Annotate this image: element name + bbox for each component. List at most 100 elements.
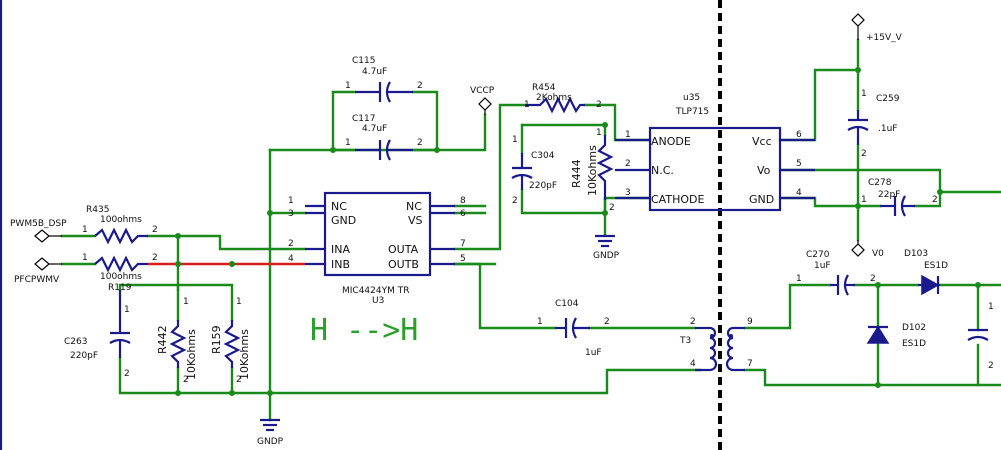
pwm5b-dsp-port: PWM5B_DSP xyxy=(10,219,67,243)
c263-ref: C263 xyxy=(64,337,87,347)
svg-text:1: 1 xyxy=(124,305,130,315)
r444-value: 10Kohms xyxy=(586,145,599,196)
svg-text:1: 1 xyxy=(345,81,351,91)
svg-text:1: 1 xyxy=(861,195,867,205)
c117-ref: C117 xyxy=(352,114,375,124)
t3-ref: T3 xyxy=(679,336,691,346)
svg-text:2: 2 xyxy=(625,159,631,169)
c259-value: .1uF xyxy=(878,124,897,134)
c304-value: 220pF xyxy=(529,181,557,191)
c263-value: 220pF xyxy=(70,351,98,361)
transformer-t3: T3 2 4 9 7 xyxy=(679,317,753,372)
c259-ref: C259 xyxy=(876,94,900,104)
resistor-r159: 1 2 R159 10Kohms xyxy=(210,297,251,385)
u35-pin-nc: N.C. xyxy=(651,164,674,177)
c104-ref: C104 xyxy=(555,299,579,309)
svg-text:2: 2 xyxy=(870,274,876,284)
wires xyxy=(60,38,1001,422)
r454-ref: R454 xyxy=(532,83,556,93)
c278-ref: C278 xyxy=(868,178,892,188)
u3-pin-vs: VS xyxy=(408,214,423,227)
svg-text:2: 2 xyxy=(988,361,994,371)
r435-ref: R435 xyxy=(86,205,109,215)
svg-text:1: 1 xyxy=(82,225,88,235)
vccp-power-flag: VCCP xyxy=(470,86,495,115)
u3-pin-outa: OUTA xyxy=(388,243,419,256)
c104-value: 1uF xyxy=(585,348,602,358)
resistor-r454: R454 2Kohms 1 2 xyxy=(524,83,602,114)
svg-text:1: 1 xyxy=(625,130,631,140)
svg-text:2: 2 xyxy=(417,81,423,91)
u35-pin-vo: Vo xyxy=(757,164,771,177)
pwm5b-dsp-label: PWM5B_DSP xyxy=(10,219,67,229)
capacitor-c259: 1 2 C259 .1uF xyxy=(847,89,900,159)
ic-u3: NC GND INA INB 1 3 2 4 NC VS OUTA OUTB 8… xyxy=(288,191,466,306)
svg-text:7: 7 xyxy=(747,359,753,369)
capacitor-c278: C278 22pF 1 2 xyxy=(861,178,938,217)
junction-dots xyxy=(175,67,981,396)
u3-pin-inb: INB xyxy=(331,258,350,271)
capacitor-c304: 1 2 C304 220pF xyxy=(511,135,557,206)
u3-ref: U3 xyxy=(372,296,384,306)
capacitor-c263: 1 2 C263 220pF xyxy=(64,290,131,379)
r159-ref: R159 xyxy=(210,325,223,354)
svg-text:1: 1 xyxy=(82,253,88,263)
svg-text:1: 1 xyxy=(512,135,518,145)
svg-text:2: 2 xyxy=(124,369,130,379)
gndp-mid-label: GNDP xyxy=(593,251,620,261)
capacitor-c104: C104 1uF 1 2 xyxy=(537,299,610,358)
svg-text:3: 3 xyxy=(625,188,631,198)
svg-text:1: 1 xyxy=(524,100,530,110)
pfcpwmv-port: PFCPWMV xyxy=(14,257,62,285)
c117-value: 4.7uF xyxy=(362,124,387,134)
capacitor-c115: C115 4.7uF 1 2 xyxy=(345,56,423,103)
u3-pin-gnd: GND xyxy=(331,214,356,227)
gndp-mid-ground-icon: GNDP xyxy=(593,234,620,261)
svg-text:2: 2 xyxy=(596,100,602,110)
capacitor-c270: C270 1uF 1 2 xyxy=(796,250,876,296)
r444-ref: R444 xyxy=(570,159,583,188)
svg-text:4: 4 xyxy=(690,359,696,369)
d102-ref: D102 xyxy=(902,323,926,333)
r119-value: 100ohms xyxy=(100,272,142,282)
u35-pin-anode: ANODE xyxy=(651,135,691,148)
pfcpwmv-label: PFCPWMV xyxy=(14,275,60,285)
svg-text:4: 4 xyxy=(288,254,294,264)
svg-text:2: 2 xyxy=(690,317,696,327)
u3-pin-ina: INA xyxy=(331,243,350,256)
r435-value: 100ohms xyxy=(100,215,142,225)
gndp-left-label: GNDP xyxy=(257,437,284,447)
u35-part: TLP715 xyxy=(675,107,709,117)
svg-text:5: 5 xyxy=(796,159,802,169)
resistor-r119: 100ohms R119 1 2 xyxy=(82,253,158,293)
svg-text:2: 2 xyxy=(932,195,938,205)
r159-value: 10Kohms xyxy=(238,329,251,380)
u35-pin-cathode: CATHODE xyxy=(651,193,704,206)
svg-text:6: 6 xyxy=(796,130,802,140)
u3-pin-outb: OUTB xyxy=(388,258,419,271)
vccp-label: VCCP xyxy=(470,86,495,96)
svg-text:4: 4 xyxy=(796,188,802,198)
v15-power-flag: +15V_V xyxy=(851,13,903,43)
c115-value: 4.7uF xyxy=(362,67,387,77)
u3-pin-nc-right: NC xyxy=(406,200,422,213)
capacitor-partial-right: 1 2 xyxy=(967,302,994,371)
svg-text:8: 8 xyxy=(460,196,466,206)
svg-text:1: 1 xyxy=(345,138,351,148)
svg-text:2: 2 xyxy=(183,375,189,385)
svg-text:7: 7 xyxy=(460,239,466,249)
resistor-r435: R435 100ohms 1 2 xyxy=(82,205,158,245)
diode-d102: D102 ES1D xyxy=(866,323,926,349)
svg-text:1: 1 xyxy=(596,128,602,138)
r442-ref: R442 xyxy=(156,325,169,354)
svg-text:1: 1 xyxy=(861,89,867,99)
svg-text:1: 1 xyxy=(537,317,543,327)
u3-part: MIC4424YM TR xyxy=(342,286,409,296)
svg-text:2: 2 xyxy=(604,317,610,327)
d103-value: ES1D xyxy=(924,261,948,271)
svg-text:1: 1 xyxy=(183,297,189,307)
svg-text:2: 2 xyxy=(512,196,518,206)
c278-value: 22pF xyxy=(878,190,900,200)
diode-d103: D103 ES1D xyxy=(904,249,948,296)
